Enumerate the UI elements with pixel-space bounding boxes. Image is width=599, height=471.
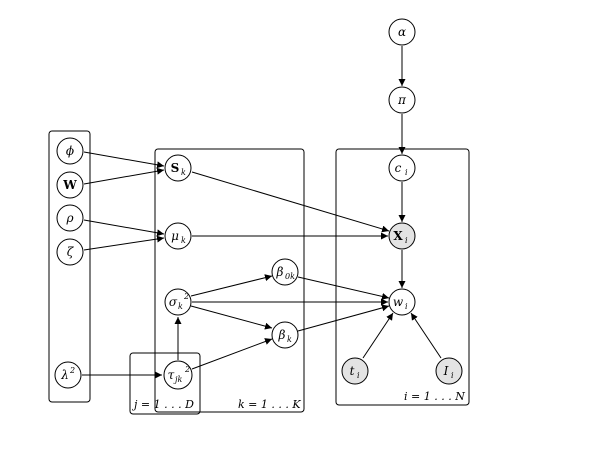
node-phi-label: ϕ [66,144,74,158]
edge-t-w [362,312,394,359]
edge-tau-beta [191,338,273,370]
node-pi: π [388,86,416,114]
hyperparameter-plate [48,130,91,403]
node-rho-label: ρ [65,211,73,225]
edge-beta0-w [297,276,390,300]
node-lambda: λ 2 [54,361,82,389]
node-alpha: α [388,18,416,46]
node-t-label: t [350,364,355,378]
node-sigma-label: σ [169,295,178,309]
node-sigma-sup: 2 [183,292,189,301]
node-X-sub: i [405,236,408,245]
edges [82,46,442,379]
node-beta-label: β [278,328,286,342]
node-alpha-label: α [398,25,406,39]
node-beta: β k [271,321,299,349]
node-mu-sub: k [181,236,186,245]
node-beta0: β 0k [271,258,299,286]
plate-k [154,148,305,413]
node-X-label: X [393,229,403,243]
node-tau-sub: jk [173,375,182,384]
node-I: I i [435,357,463,385]
node-phi: ϕ [56,137,84,165]
edge-zeta-mu [83,235,165,251]
edge-sigma-beta0 [190,274,273,297]
plate-j-label: j = 1 . . . D [131,398,194,411]
node-rho: ρ [56,204,84,232]
node-lambda-sup: 2 [69,366,75,375]
node-zeta-label: ζ [67,245,75,259]
node-t: t i [341,357,369,385]
node-mu: μ k [164,222,192,250]
node-tau-sup: 2 [184,365,190,374]
plate-i-label: i = 1 . . . N [404,390,465,403]
node-lambda-label: λ [60,368,69,382]
node-w-sub: i [405,302,408,311]
node-beta-sub: k [287,335,292,344]
node-sigma: σ k 2 [164,288,192,316]
node-beta0-sub: 0k [285,272,295,281]
node-X: X i [388,222,416,250]
plate-k-label: k = 1 . . . K [238,398,301,411]
node-tau: τ jk 2 [163,360,193,390]
node-I-sub: i [451,371,454,380]
node-t-sub: i [357,371,360,380]
node-tau-label: τ [168,368,175,382]
node-W: W [56,171,84,199]
node-w-label: w [393,295,404,309]
node-I-label: I [443,364,449,378]
edge-phi-S [83,151,165,169]
node-c-sub: i [405,168,408,177]
edge-sigma-beta [190,305,273,330]
node-S-label: S [171,161,180,175]
node-beta0-label: β [276,265,284,279]
node-w: w i [388,288,416,316]
node-c-label: c [395,161,402,175]
plate-j [129,352,201,415]
node-S: S k [164,154,192,182]
node-zeta: ζ [56,238,84,266]
node-mu-label: μ [171,229,179,243]
node-pi-label: π [397,93,407,107]
edge-rho-mu [83,219,165,237]
edge-I-w [410,312,442,359]
node-S-sub: k [181,168,186,177]
node-sigma-sub: k [178,302,183,311]
node-c: c i [388,154,416,182]
edge-beta-w [297,304,390,332]
edge-W-S [83,167,165,185]
node-W-label: W [62,178,77,192]
edge-S-X [191,171,390,233]
